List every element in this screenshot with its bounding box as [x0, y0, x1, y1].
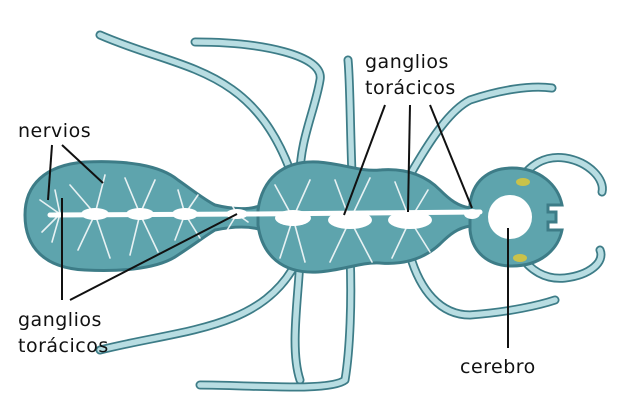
pointer-ganglios-top-1: [343, 104, 386, 216]
label-cerebro: cerebro: [460, 356, 536, 378]
pointer-nervios-1: [47, 144, 53, 201]
pointer-ganglios-left-2: [69, 213, 238, 301]
label-ganglios-left-line2: torácicos: [18, 335, 109, 357]
eye-upper: [516, 178, 530, 186]
label-nervios: nervios: [18, 120, 91, 142]
leg-right-lower: [405, 250, 560, 320]
antenna-lower: [515, 245, 606, 283]
leg-rear-lower: [195, 250, 356, 392]
pointer-ganglios-top-3: [429, 104, 473, 209]
leg-right-upper: [405, 82, 557, 180]
leg-front-lower: [95, 265, 297, 355]
ganglion: [464, 209, 480, 219]
nervous-system: [39, 174, 483, 263]
legs: [95, 30, 607, 392]
label-ganglios-left-line1: ganglios: [18, 309, 102, 331]
leg-mid-upper: [190, 37, 325, 180]
leg-front-upper: [95, 30, 295, 175]
pointer-nervios-2: [61, 144, 104, 184]
leg-rear-upper: [343, 55, 357, 180]
labels: nervios ganglios torácicos ganglios torá…: [18, 51, 536, 378]
eye-lower: [513, 254, 527, 262]
pointer-ganglios-top-2: [407, 104, 411, 213]
leg-mid-lower: [290, 255, 305, 385]
label-pointers: [47, 104, 509, 348]
peripheral-nerves: [39, 174, 431, 263]
brain: [488, 195, 532, 239]
label-ganglios-top-line2: torácicos: [365, 77, 456, 99]
antenna-upper: [515, 152, 607, 197]
label-ganglios-top-line1: ganglios: [365, 51, 449, 73]
